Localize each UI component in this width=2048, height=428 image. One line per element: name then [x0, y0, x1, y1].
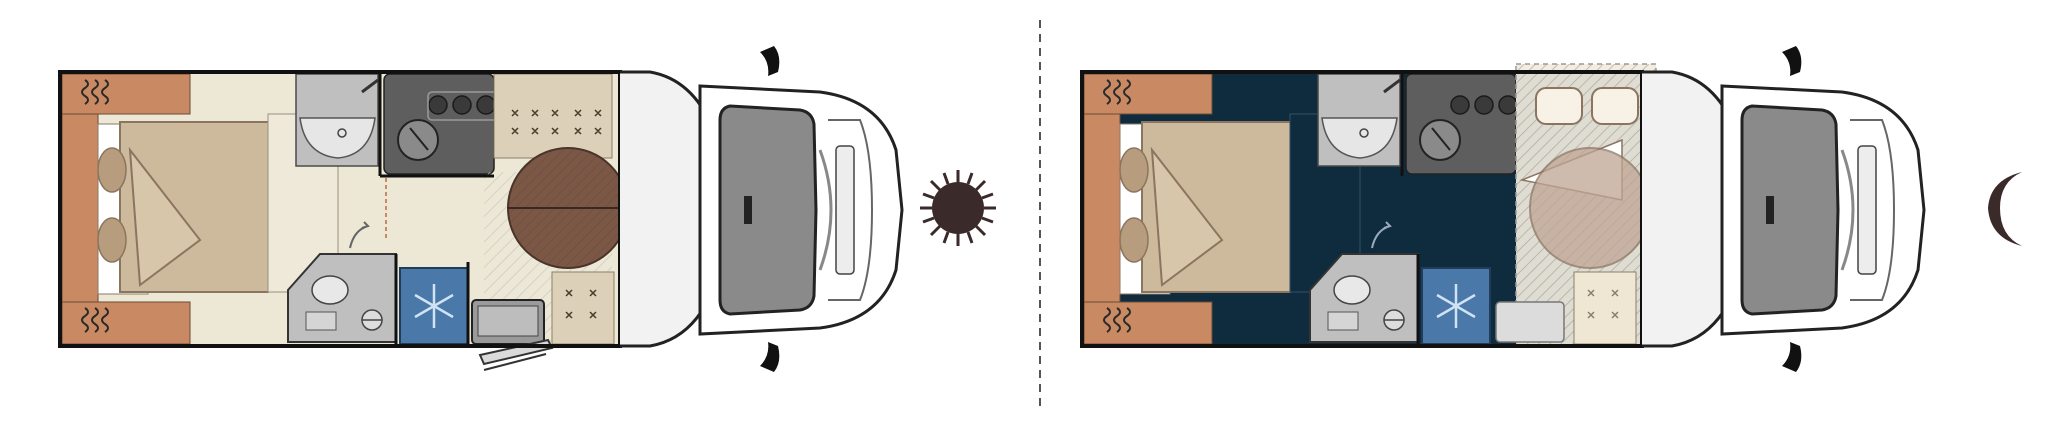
mirror-left-icon [760, 46, 780, 76]
sun-icon [920, 170, 996, 246]
bathroom-door-arrow [349, 221, 370, 249]
kitchen-counter [383, 73, 495, 175]
floorplan-night [1080, 46, 2022, 372]
mirror-right-icon [760, 342, 780, 372]
heater-coil-top [81, 79, 109, 105]
heater-coil-bottom [81, 307, 109, 333]
moon-icon [1988, 172, 2022, 246]
bed-sheet-fold [128, 146, 202, 287]
windscreen [718, 104, 818, 316]
rear-wardrobe-bottom [61, 301, 191, 345]
snowflake-icon-night [1436, 284, 1476, 328]
pillow-2 [97, 217, 127, 263]
washbasin-drain [337, 128, 347, 138]
dropdown-bed-pillows [1535, 87, 1639, 125]
bench-seat [551, 271, 615, 345]
sink-icon [397, 119, 439, 161]
rear-cabinet-left [61, 113, 99, 303]
cabinet-crosses [511, 109, 602, 135]
toilet [311, 275, 349, 305]
floorplan-day [58, 46, 996, 372]
tap-icon [361, 78, 379, 94]
rear-wardrobe-top [61, 73, 191, 115]
snowflake-icon [414, 284, 454, 328]
hob-icon [428, 95, 496, 115]
toilet-tank [305, 311, 337, 331]
round-table-night [1529, 147, 1651, 269]
washbasin [299, 117, 376, 159]
pillow-1 [97, 147, 127, 193]
